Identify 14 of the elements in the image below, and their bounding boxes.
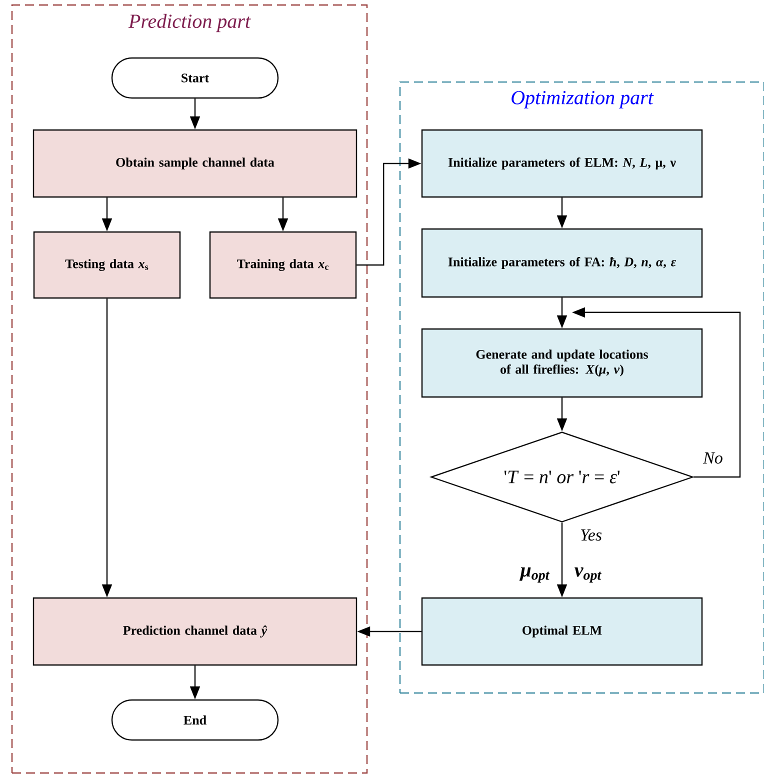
terminal-box: Start bbox=[111, 57, 279, 99]
process-box: Testing data x$_{s}$ bbox=[33, 231, 181, 299]
process-box: Training data x$_{c}$ bbox=[209, 231, 357, 299]
parameter-label: ν$_{opt}$ bbox=[574, 567, 602, 583]
parameter-label: μ$_{opt}$ bbox=[519, 567, 550, 583]
edge-label: No bbox=[702, 452, 722, 464]
process-box: Prediction channel data ŷ bbox=[32, 597, 358, 666]
process-box: Obtain sample channel data bbox=[32, 129, 358, 198]
process-box: Generate and update locations of all fireflies: X(μ, ν) bbox=[421, 328, 703, 398]
process-box: Optimal ELM bbox=[421, 597, 703, 666]
process-box: Initialize parameters of ELM: N, L, μ, ν bbox=[421, 129, 703, 198]
terminal-box: End bbox=[111, 699, 279, 741]
process-box: Initialize parameters of FA: ħ, D, n, α, ε bbox=[421, 228, 703, 298]
edge-label: Yes bbox=[580, 529, 602, 541]
